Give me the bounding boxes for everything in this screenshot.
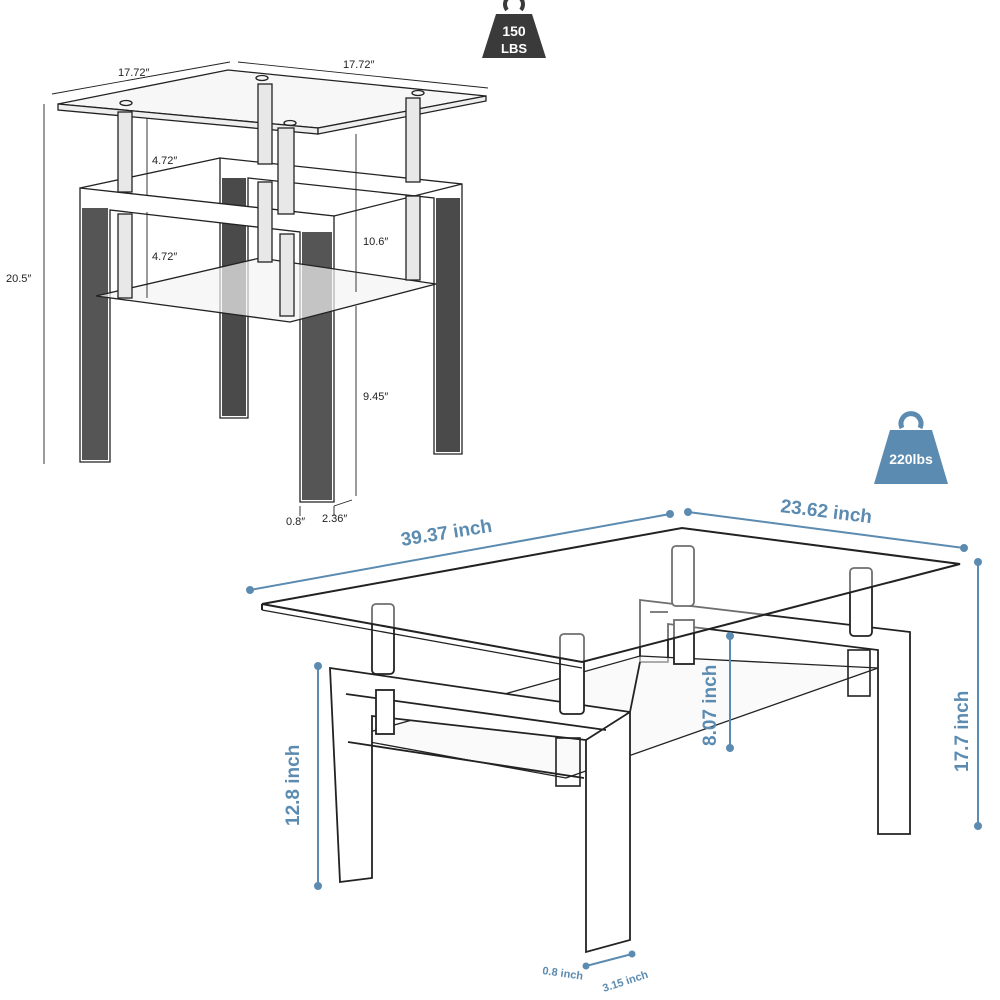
coffee-table-glass-top	[261, 526, 961, 664]
end-table-shelf-to-floor-label: 9.45″	[363, 391, 388, 403]
coffee-table-shelf-height-label: 12.8 inch	[283, 745, 304, 826]
coffee-table-drawing	[261, 526, 961, 954]
coffee-table-posts	[371, 545, 873, 735]
coffee-table-weight-icon: 220lbs	[874, 411, 948, 484]
end-table-weight-value: 150	[502, 23, 526, 39]
end-table-posts	[117, 83, 421, 317]
end-table-leg-thickness-label: 0.8″	[286, 516, 305, 528]
coffee-table-leg-thickness-label: 0.8 inch	[542, 965, 585, 983]
end-table-width-right-label: 17.72″	[343, 59, 375, 71]
coffee-table-dimension-lines	[246, 508, 982, 970]
coffee-table-shelf-gap-label: 8.07 inch	[700, 665, 721, 746]
end-table-dimension-lines	[43, 61, 489, 516]
end-table-weight-icon: 150 LBS	[482, 0, 546, 58]
end-table-drawing	[57, 69, 487, 503]
end-table-weight-unit: LBS	[501, 41, 527, 56]
end-table-upper-gap-label: 4.72″	[152, 155, 177, 167]
end-table-lower-gap-label: 4.72″	[152, 251, 177, 263]
coffee-table-weight-label: 220lbs	[889, 451, 933, 467]
coffee-table-front-frame	[329, 661, 641, 954]
end-table-width-left-label: 17.72″	[118, 67, 150, 79]
end-table-leg-width-label: 2.36″	[322, 513, 347, 525]
coffee-table-depth-label: 23.62 inch	[779, 496, 873, 528]
coffee-table-height-label: 17.7 inch	[952, 691, 973, 772]
coffee-table-length-label: 39.37 inch	[399, 516, 493, 551]
end-table-height-label: 20.5″	[6, 273, 31, 285]
coffee-table-leg-width-label: 3.15 inch	[601, 969, 650, 995]
end-table-shelf-to-top-label: 10.6″	[363, 236, 388, 248]
end-table-dimension-labels: 17.72″ 17.72″ 20.5″ 4.72″ 4.72″ 10.6″ 9.…	[6, 59, 388, 528]
end-table-glass-shelf	[95, 257, 437, 323]
